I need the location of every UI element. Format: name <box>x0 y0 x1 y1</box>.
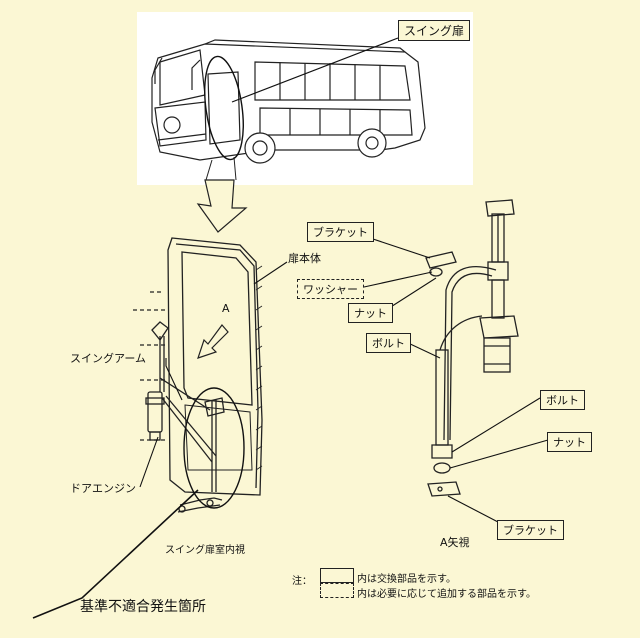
label-door-body: 扉本体 <box>288 252 321 265</box>
label-bracket-bottom: ブラケット <box>497 520 564 540</box>
label-bracket-top: ブラケット <box>307 222 374 242</box>
hollow-down-arrow <box>196 179 248 233</box>
view-a-arrow <box>197 324 229 359</box>
label-swing-door-inside-view: スイング扉室内視 <box>165 545 245 556</box>
label-defect-location: 基準不適合発生箇所 <box>80 599 206 615</box>
label-swing-door: スイング扉 <box>398 20 471 41</box>
legend-solid-box <box>320 568 354 583</box>
label-view-a: A矢視 <box>440 536 470 549</box>
note-dashed-text: 内は必要に応じて追加する部品を示す。 <box>357 589 536 600</box>
swing-door-leader <box>231 37 399 103</box>
label-bolt-bottom: ボルト <box>540 390 585 410</box>
label-swing-arm: スイングアーム <box>70 352 147 365</box>
door-inside-view <box>133 237 263 513</box>
a-view-leaders <box>363 237 549 523</box>
bus-door-highlight <box>204 55 244 161</box>
note-prefix: 注： <box>292 576 312 587</box>
a-view-detail <box>425 199 519 497</box>
bus-drawing <box>151 39 426 164</box>
label-nut-top: ナット <box>348 303 393 323</box>
hinge-ellipse <box>183 387 245 509</box>
defect-leader <box>32 489 199 619</box>
label-view-a-marker: A <box>222 302 230 315</box>
label-nut-bottom: ナット <box>547 432 592 452</box>
legend-dashed-box <box>320 583 354 598</box>
label-washer: ワッシャー <box>297 279 364 299</box>
hinge-hatch <box>255 265 263 471</box>
note-solid-text: 内は交換部品を示す。 <box>357 574 456 585</box>
label-door-engine: ドアエンジン <box>70 482 136 495</box>
label-bolt-top: ボルト <box>366 333 411 353</box>
